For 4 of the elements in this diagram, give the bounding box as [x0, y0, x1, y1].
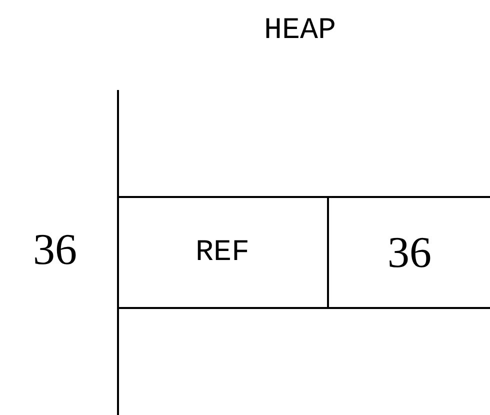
address-label: 36 — [32, 224, 78, 276]
value-cell: 36 — [329, 196, 490, 309]
heap-title: HEAP — [262, 14, 337, 48]
tag-cell: REF — [118, 196, 329, 309]
